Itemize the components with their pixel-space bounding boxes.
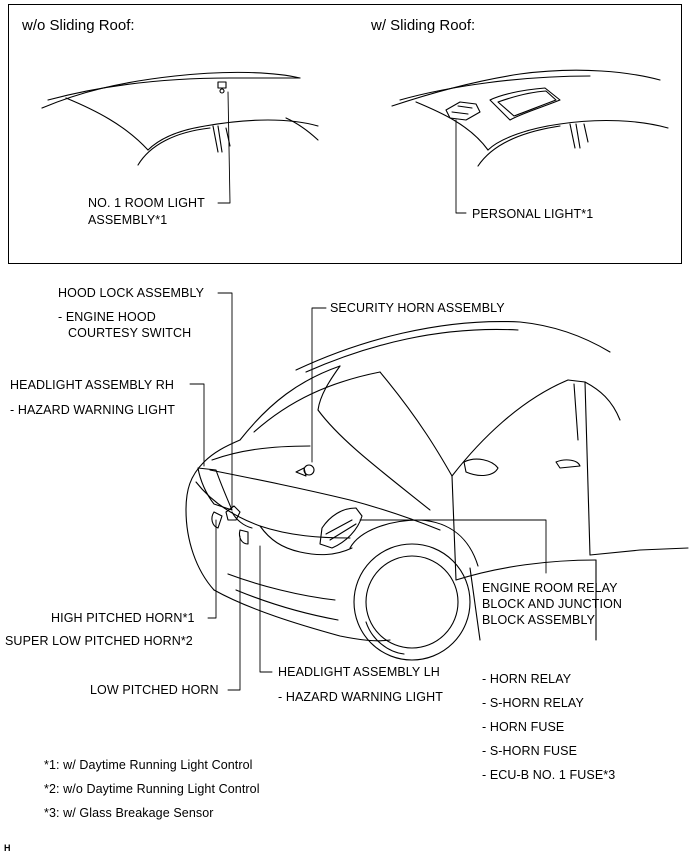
- headlight-rh-label: HEADLIGHT ASSEMBLY RH: [10, 378, 174, 392]
- high-horn-label: HIGH PITCHED HORN*1: [51, 611, 195, 625]
- relay-block-label-line3: BLOCK ASSEMBLY: [482, 613, 596, 627]
- low-horn-label: LOW PITCHED HORN: [90, 683, 219, 697]
- footnote-2: *2: w/o Daytime Running Light Control: [44, 782, 260, 796]
- relay-item-s-horn-fuse: - S-HORN FUSE: [482, 744, 578, 758]
- roof-panel-frame: [8, 4, 682, 264]
- hazard-rh-label: - HAZARD WARNING LIGHT: [10, 403, 175, 417]
- front-wheel: [353, 543, 471, 661]
- headlight-lh-symbol: [319, 507, 363, 549]
- relay-item-horn-fuse: - HORN FUSE: [482, 720, 565, 734]
- low-horn-symbol: [238, 529, 249, 545]
- hood-sub-label-2: COURTESY SWITCH: [68, 326, 192, 340]
- relay-item-ecu-b-fuse: - ECU-B NO. 1 FUSE*3: [482, 768, 616, 782]
- hood-lock-symbol: [225, 505, 241, 521]
- personal-light-symbol: [445, 101, 481, 121]
- relay-item-s-horn-relay: - S-HORN RELAY: [482, 696, 584, 710]
- room-light-label-line1: NO. 1 ROOM LIGHT: [88, 196, 205, 210]
- roof-right-drawing: [391, 69, 669, 214]
- leader-lines: [189, 292, 547, 691]
- footnote-3: *3: w/ Glass Breakage Sensor: [44, 806, 214, 820]
- car-body-drawing: [185, 321, 689, 661]
- figure-mark: H: [4, 843, 11, 853]
- with-sliding-roof-title: w/ Sliding Roof:: [371, 17, 476, 34]
- without-sliding-roof-title: w/o Sliding Roof:: [22, 17, 135, 34]
- security-horn-label: SECURITY HORN ASSEMBLY: [330, 301, 505, 315]
- security-horn-symbol: [295, 464, 315, 477]
- hood-lock-label: HOOD LOCK ASSEMBLY: [58, 286, 205, 300]
- roof-left-drawing: [41, 71, 319, 204]
- headlight-lh-label: HEADLIGHT ASSEMBLY LH: [278, 665, 440, 679]
- hood-sub-label-1: - ENGINE HOOD: [58, 310, 156, 324]
- relay-item-horn-relay: - HORN RELAY: [482, 672, 572, 686]
- super-low-horn-label: SUPER LOW PITCHED HORN*2: [5, 634, 193, 648]
- hazard-lh-label: - HAZARD WARNING LIGHT: [278, 690, 443, 704]
- room-light-label-line2: ASSEMBLY*1: [88, 213, 168, 227]
- personal-light-label: PERSONAL LIGHT*1: [472, 207, 594, 221]
- relay-block-label-line2: BLOCK AND JUNCTION: [482, 597, 623, 611]
- high-horn-symbol: [211, 511, 223, 529]
- relay-block-label-line1: ENGINE ROOM RELAY: [482, 581, 618, 595]
- room-light-symbol: [217, 81, 227, 89]
- footnote-1: *1: w/ Daytime Running Light Control: [44, 758, 253, 772]
